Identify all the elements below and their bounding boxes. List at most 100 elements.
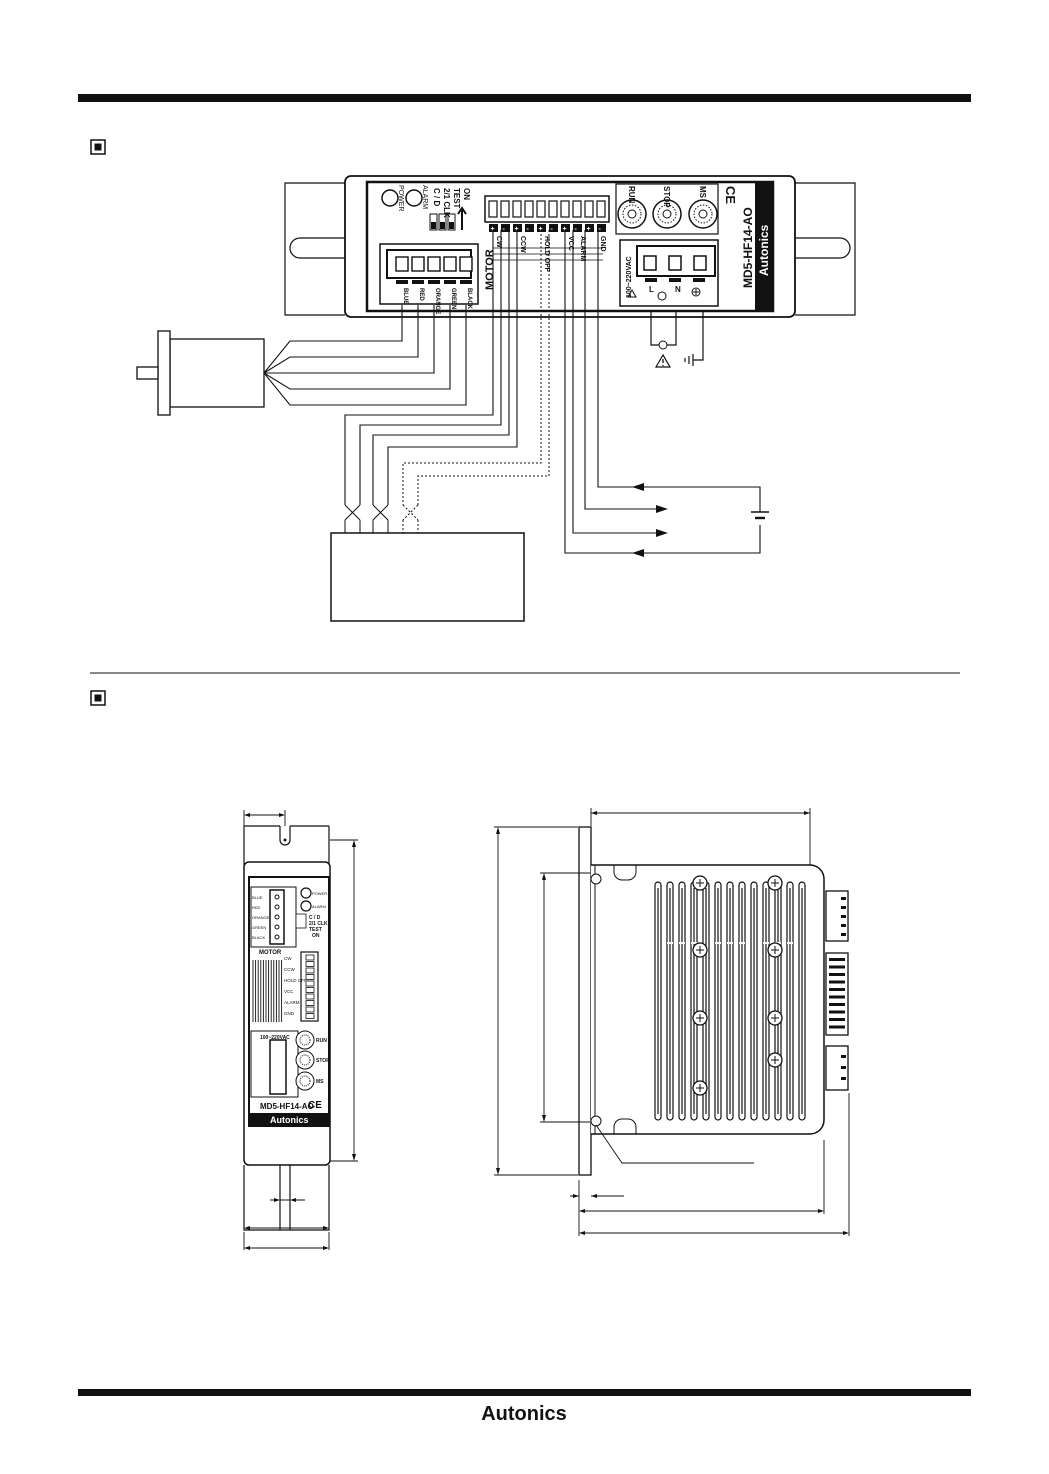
hold-off-wiring <box>402 230 550 505</box>
screw-cross <box>771 1056 779 1064</box>
signal-pin-marker <box>525 224 534 232</box>
front-wire-label: ORANGE <box>252 915 270 920</box>
front-motor-pin <box>274 934 280 940</box>
front-motor-pin <box>274 894 280 900</box>
section-bullet-icon <box>90 139 106 155</box>
signal-polarity-label: - <box>551 226 554 233</box>
signal-polarity-label: + <box>515 226 519 233</box>
signal-label: VCC <box>567 236 574 251</box>
screw-cross <box>696 1084 704 1092</box>
front-alarm-led-icon <box>300 900 312 912</box>
connector-tick <box>841 1055 846 1058</box>
brand-strip <box>755 182 773 311</box>
connector-tick <box>841 897 846 900</box>
front-power-led-icon <box>300 887 312 899</box>
front-signal-pin <box>305 967 315 974</box>
front-alarm-label: ALARM <box>312 904 326 909</box>
signal-wiring <box>344 230 761 554</box>
alarm-led-icon <box>405 189 423 207</box>
right-flange <box>795 182 856 316</box>
ac-voltage-label: 100~220VAC <box>626 256 633 298</box>
run-pot-icon <box>617 199 647 229</box>
dip-on-label: ON <box>462 188 471 200</box>
signal-pin <box>584 200 594 218</box>
motor-pin-mark <box>428 280 440 284</box>
signal-polarity-label: + <box>491 226 495 233</box>
front-motor-pin <box>274 914 280 920</box>
front-motor-pin <box>274 904 280 910</box>
stop-label: STOP <box>662 186 671 208</box>
front-dip-1: C / D <box>309 915 321 921</box>
signal-pin <box>548 200 558 218</box>
signal-pin-marker <box>489 224 498 232</box>
front-dimension-lines <box>243 810 358 1250</box>
signal-pin-marker <box>549 224 558 232</box>
front-stop-pot-icon <box>295 1050 315 1070</box>
signal-pin-marker <box>597 224 606 232</box>
connector-tick <box>841 1077 846 1080</box>
alarm-label: ALARM <box>421 185 428 209</box>
connector-tick <box>829 965 845 969</box>
front-dip-3: TEST <box>309 927 322 933</box>
signal-pin <box>500 200 510 218</box>
screw-cross <box>771 879 779 887</box>
model-label: MD5-HF14-AO <box>741 207 755 288</box>
motor-wire-label: BLUE <box>402 288 408 304</box>
motor-wire <box>263 305 403 374</box>
front-signal-pin <box>305 974 315 980</box>
motor-wire-label: GREEN <box>450 288 456 309</box>
front-motor-label: MOTOR <box>259 950 282 956</box>
ms-pot-icon <box>688 199 718 229</box>
signal-pin-marker <box>573 224 582 232</box>
signal-pin-marker <box>501 224 510 232</box>
front-power-label: POWER <box>312 891 327 896</box>
dip-on-arrow-icon <box>457 206 467 230</box>
connector-tick <box>841 924 846 927</box>
motor-pin <box>459 256 473 272</box>
small-warning-icon <box>627 288 637 298</box>
front-wire-label: BLACK <box>252 935 265 940</box>
motor-pin <box>411 256 425 272</box>
signal-pin-marker <box>513 224 522 232</box>
power-label: POWER <box>397 185 404 211</box>
side-dimension-lines <box>494 808 850 1236</box>
motor-wire-label: ORANGE <box>434 288 440 314</box>
signal-label: CCW <box>519 236 526 253</box>
signal-pin <box>572 200 582 218</box>
signal-pin-marker <box>537 224 546 232</box>
signal-pin <box>536 200 546 218</box>
fuse-icon <box>658 340 668 350</box>
motor-pin-mark <box>444 280 456 284</box>
motor-flange <box>157 330 171 416</box>
motor-label: MOTOR <box>484 249 496 290</box>
front-signal-pin <box>305 987 315 993</box>
front-ms-label: MS <box>316 1079 324 1085</box>
front-ac-label: 100~220VAC <box>260 1035 290 1041</box>
signal-polarity-label: - <box>599 226 602 233</box>
signal-polarity-label: - <box>503 226 506 233</box>
front-signal-pin <box>305 1006 315 1013</box>
signal-pin-marker <box>561 224 570 232</box>
signal-polarity-label: + <box>587 226 591 233</box>
motor-pin <box>443 256 457 272</box>
front-signal-pin <box>305 993 315 1000</box>
signal-polarity-label: - <box>527 226 530 233</box>
signal-arrows <box>632 483 668 557</box>
stepping-motor-body <box>169 338 265 408</box>
motor-shaft <box>136 366 159 380</box>
top-rule <box>78 94 971 102</box>
connector-tick <box>829 973 845 976</box>
front-run-pot-icon <box>295 1030 315 1050</box>
run-label: RUN <box>627 186 636 204</box>
footer-brand: Autonics <box>481 1403 567 1425</box>
front-dip-2: 2/1 CLK <box>309 921 328 927</box>
motor-wire <box>264 305 435 374</box>
signal-polarity-label: + <box>539 226 543 233</box>
motor-pin-mark <box>412 280 424 284</box>
signal-pin-marker <box>585 224 594 232</box>
motor-wire <box>263 305 419 374</box>
front-signal-label: ALARM <box>284 1000 300 1005</box>
motor-wire <box>263 305 451 390</box>
screw-cross <box>696 1014 704 1022</box>
controller-box <box>330 532 525 622</box>
